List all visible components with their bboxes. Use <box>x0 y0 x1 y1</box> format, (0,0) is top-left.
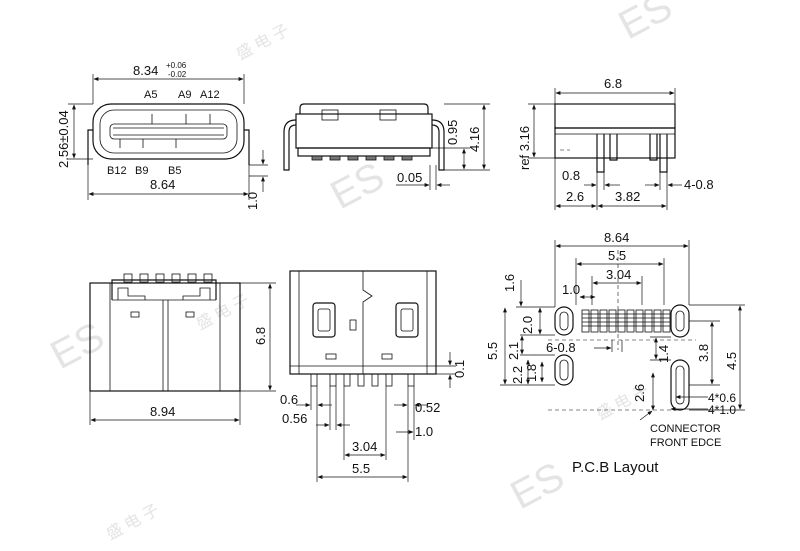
dim-width-main: 8.34 <box>133 63 158 78</box>
top-view: 6.8 8.94 <box>89 273 276 425</box>
dim-width-leads: 8.64 <box>150 177 175 192</box>
dim-height: 2.56±0.04 <box>56 110 71 168</box>
dim-bottom-5: 3.04 <box>352 439 377 454</box>
dim-profile-2: 4.16 <box>467 127 482 152</box>
pcb-dim-h9: 3.8 <box>696 344 711 362</box>
pcb-hole-1: 4*0.6 <box>708 391 736 405</box>
pin-label: A9 <box>178 89 191 101</box>
pcb-dim-h4: 2.1 <box>506 342 521 360</box>
dim-top-height: 6.8 <box>253 327 268 345</box>
dim-bottom-1: 0.6 <box>280 392 298 407</box>
profile-view: 0.95 4.16 0.05 <box>283 103 490 190</box>
pcb-dim-w4: 1.0 <box>562 282 580 297</box>
dim-tol-minus: -0.02 <box>168 70 187 79</box>
side-view: 6.8 ref 3.16 0.8 2.6 3.82 4-0.8 <box>517 76 714 210</box>
dim-tol-plus: +0.06 <box>166 61 187 70</box>
pcb-dim-h1: 1.6 <box>502 274 517 292</box>
dim-side-width: 6.8 <box>604 76 622 91</box>
pin-label: A12 <box>200 89 220 101</box>
watermark-logo: ES <box>44 314 112 378</box>
pcb-dim-h8: 1.4 <box>656 345 671 363</box>
dim-lead-offset: 1.0 <box>245 192 260 210</box>
dim-profile-1: 0.95 <box>445 120 460 145</box>
pcb-dim-h5: 6-0.8 <box>546 340 576 355</box>
pcb-hole-2: 4*1.0 <box>708 403 736 417</box>
pin-label: B9 <box>135 165 148 177</box>
pin-label: B5 <box>168 165 181 177</box>
pcb-dim-h2: 2.0 <box>520 316 535 334</box>
dim-bottom-2: 0.56 <box>282 411 307 426</box>
watermark-text: 盛 电 子 <box>193 291 252 334</box>
pcb-note-line1: CONNECTOR <box>650 423 721 435</box>
pcb-note-line2: FRONT EDCE <box>650 437 721 449</box>
dim-bottom-4: 1.0 <box>415 424 433 439</box>
front-view: 8.34 +0.06 -0.02 2.56±0.04 A5 A9 A12 B12… <box>56 61 268 210</box>
dim-side-4: 4-0.8 <box>684 177 714 192</box>
dim-side-3: 3.82 <box>615 189 640 204</box>
pcb-dim-h10: 4.5 <box>724 352 739 370</box>
bottom-view: 0.1 0.6 0.56 0.52 1.0 3.04 5.5 <box>280 270 467 482</box>
watermark-logo: ES <box>612 0 680 48</box>
pcb-dim-w3: 3.04 <box>606 267 631 282</box>
pcb-title: P.C.B Layout <box>572 459 659 476</box>
pcb-dim-h3: 5.5 <box>485 342 500 360</box>
dim-top-width: 8.94 <box>150 404 175 419</box>
dim-profile-3: 0.05 <box>397 170 422 185</box>
dim-side-2: 2.6 <box>566 189 584 204</box>
pcb-dim-h11: 2.6 <box>632 384 647 402</box>
pcb-dim-h7: 1.8 <box>524 364 539 382</box>
pin-label: B12 <box>107 165 127 177</box>
watermark-logo: ES <box>324 154 392 218</box>
pcb-dim-w1: 8.64 <box>604 230 629 245</box>
dim-side-ref: ref 3.16 <box>517 126 532 170</box>
watermark-logo: ES <box>504 454 572 518</box>
dim-bottom-3: 0.52 <box>415 400 440 415</box>
dim-bottom-7: 0.1 <box>452 360 467 378</box>
dim-bottom-6: 5.5 <box>352 461 370 476</box>
watermark-text: 盛 电 子 <box>233 21 292 64</box>
pcb-dim-h6: 2.2 <box>510 366 525 384</box>
watermark-text: 盛 电 子 <box>103 501 162 544</box>
dim-side-1: 0.8 <box>562 168 580 183</box>
pcb-dim-w2: 5.5 <box>608 248 626 263</box>
pin-label: A5 <box>144 89 157 101</box>
pcb-layout-view: 8.64 5.5 3.04 1.0 1.6 2.0 5.5 2.1 6-0. <box>485 230 745 476</box>
